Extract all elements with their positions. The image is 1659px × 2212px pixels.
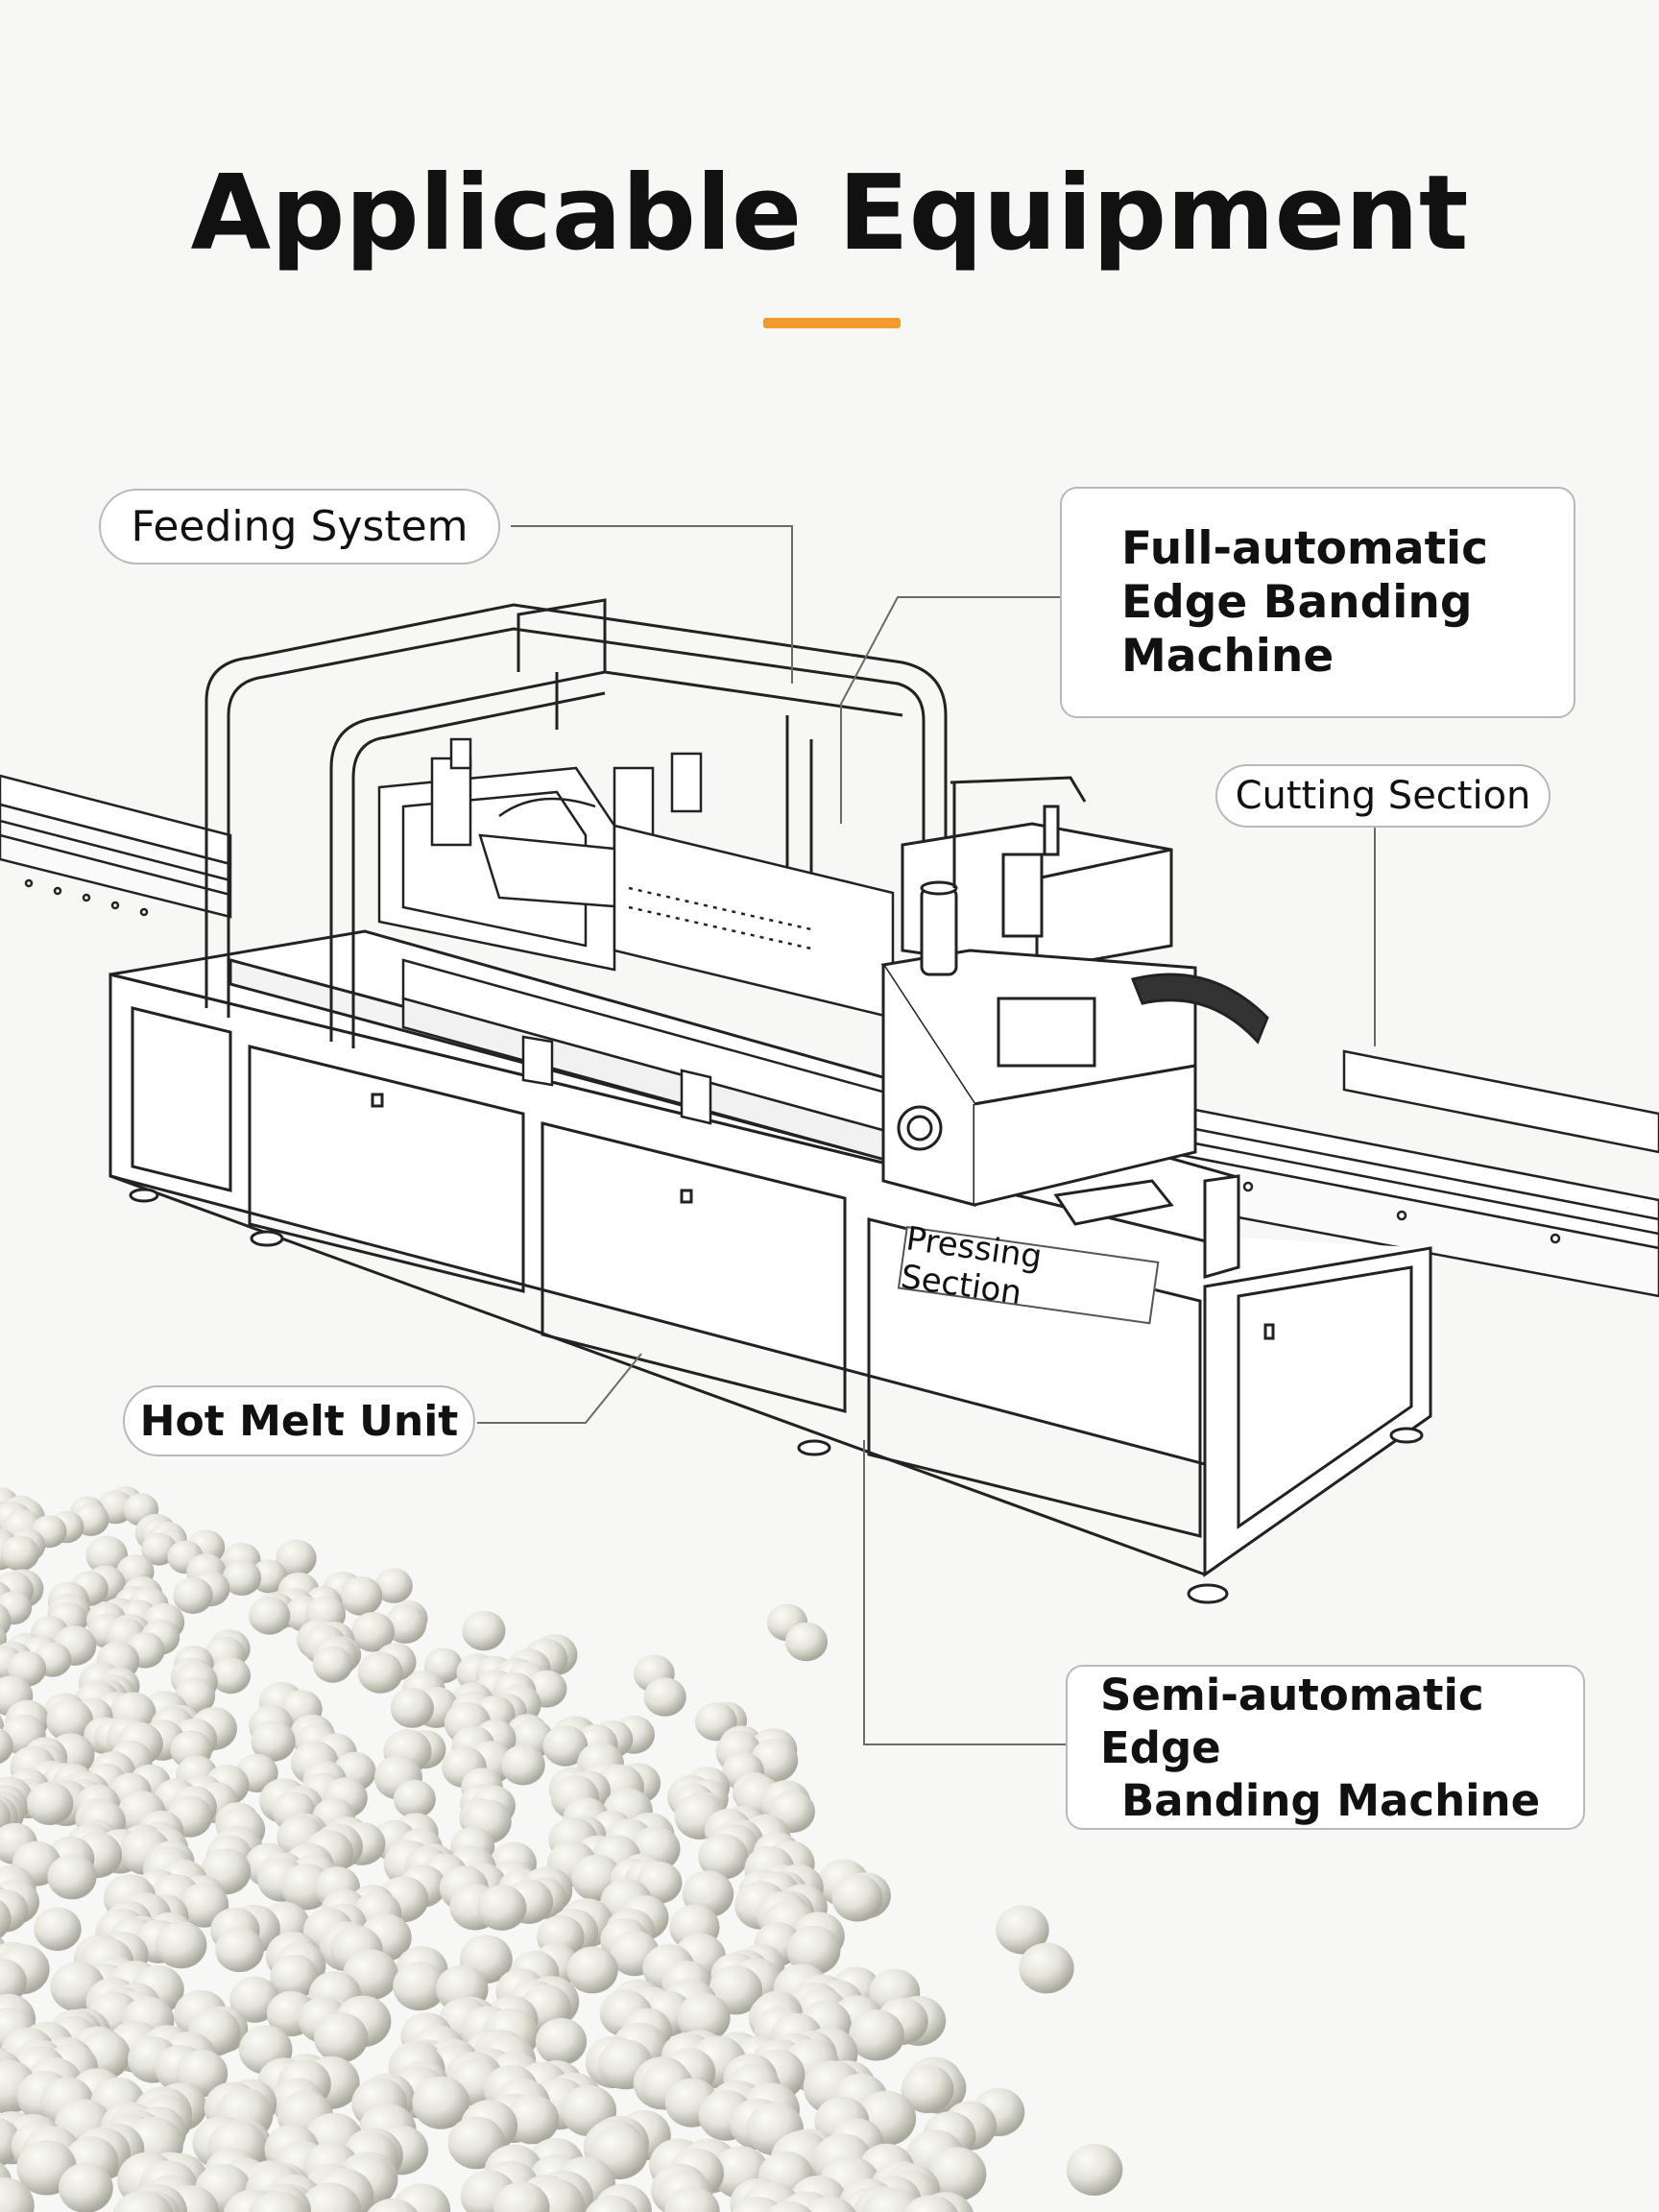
pellet (112, 2190, 174, 2212)
pellet (849, 2009, 904, 2061)
pellet (901, 2064, 954, 2114)
pellet (26, 1782, 74, 1825)
pellet (585, 2195, 638, 2212)
pellet (249, 1597, 291, 1635)
pellet (312, 1646, 353, 1683)
pellet (0, 2176, 35, 2212)
adhesive-pellets (0, 1486, 1123, 2212)
pellet (1019, 1942, 1074, 1994)
pellet (412, 2076, 470, 2129)
pellet (643, 1677, 686, 1717)
left-conveyor-rail (0, 774, 232, 919)
pellet (314, 2012, 369, 2063)
pellet (367, 2198, 419, 2212)
pellet (542, 1725, 589, 1767)
page-title: Applicable Equipment (190, 154, 1469, 274)
pellet (222, 1559, 262, 1596)
pellet (393, 1779, 436, 1819)
pellet (766, 2200, 812, 2212)
pellet (0, 1899, 12, 1938)
semi-automatic-machine-label: Semi-automatic Edge Banding Machine (1066, 1665, 1585, 1830)
pellet (374, 1568, 413, 1603)
pellet (357, 1651, 403, 1694)
full-automatic-machine-label: Full-automatic Edge Banding Machine (1060, 487, 1575, 718)
pellet (270, 1954, 319, 1999)
pellet (505, 2094, 560, 2145)
pellet (46, 1698, 94, 1743)
pellet (47, 1854, 97, 1900)
pellet (215, 1927, 264, 1973)
pellet (340, 1576, 383, 1616)
cutting-head (880, 776, 1269, 1279)
full-automatic-line-1: Full-automatic (1121, 521, 1489, 575)
pellet (786, 1925, 841, 1976)
pellet (0, 1535, 40, 1572)
pellet (173, 1576, 213, 1614)
feeding-system-label: Feeding System (99, 489, 500, 565)
pellet (927, 2147, 987, 2201)
pellet (276, 1539, 317, 1577)
pellet (251, 1720, 296, 1762)
pellet (0, 1728, 13, 1765)
pellet (566, 1946, 618, 1994)
pellet (0, 1959, 27, 2005)
pellet (210, 1657, 251, 1695)
pellet (59, 2162, 113, 2212)
pellet (784, 1622, 829, 1662)
pellet (677, 1993, 731, 2042)
pellet (493, 2181, 550, 2212)
pellet (393, 1961, 446, 2011)
pellet (477, 1885, 527, 1931)
cutting-section-label: Cutting Section (1215, 764, 1551, 828)
pellet (698, 1834, 749, 1880)
pellet (1066, 2144, 1123, 2196)
pellet (248, 2191, 308, 2212)
hot-melt-unit-label: Hot Melt Unit (123, 1385, 475, 1456)
pellet (462, 1610, 506, 1651)
pellet (903, 2195, 958, 2212)
pellet (300, 2182, 362, 2212)
pellet (996, 1905, 1049, 1955)
full-automatic-line-3: Machine (1121, 629, 1334, 683)
pellet (664, 2186, 720, 2212)
pellet (802, 2196, 856, 2212)
title-accent-bar (763, 318, 901, 328)
pellet (535, 2018, 588, 2065)
pellet (831, 1874, 883, 1922)
pellet (384, 1604, 427, 1644)
pellet (155, 1921, 207, 1969)
semi-automatic-line-2: Banding Machine (1121, 1774, 1541, 1826)
pellet (85, 1535, 129, 1575)
pellet (500, 1744, 545, 1786)
leader-lines (477, 525, 1376, 1745)
full-automatic-line-2: Edge Banding (1121, 575, 1473, 629)
pellet (350, 1612, 395, 1652)
inner-mechanism (377, 737, 895, 1164)
semi-automatic-line-1: Semi-automatic Edge (1100, 1669, 1484, 1773)
pellet (390, 1688, 434, 1728)
pellet (34, 1907, 82, 1952)
